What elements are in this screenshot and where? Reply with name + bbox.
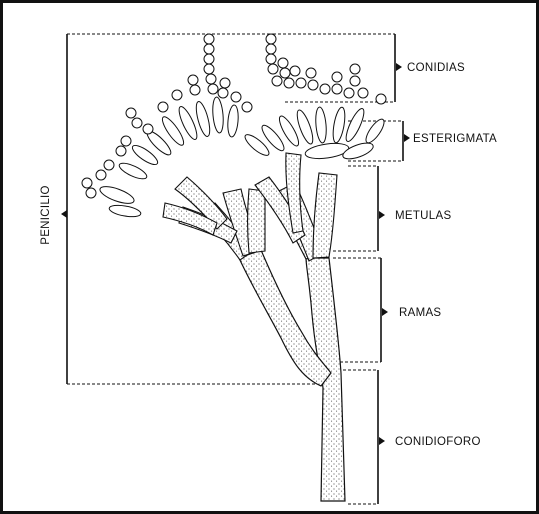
label-esterigmata: ESTERIGMATA [413,133,497,145]
label-metulas: METULAS [395,210,451,222]
metulae-left [163,177,265,260]
label-penicilio: PENICILIO [40,185,52,245]
label-ramas: RAMAS [399,307,441,319]
metulas-bracket [333,166,385,251]
penicillium-diagram: PENICILIO CONIDIAS ESTERIGMATA METULAS R… [3,3,539,514]
conidioforo-bracket [343,370,385,504]
label-conidias: CONIDIAS [407,62,465,74]
metulae-right [255,153,337,261]
label-conidioforo: CONIDIOFORO [395,436,481,448]
